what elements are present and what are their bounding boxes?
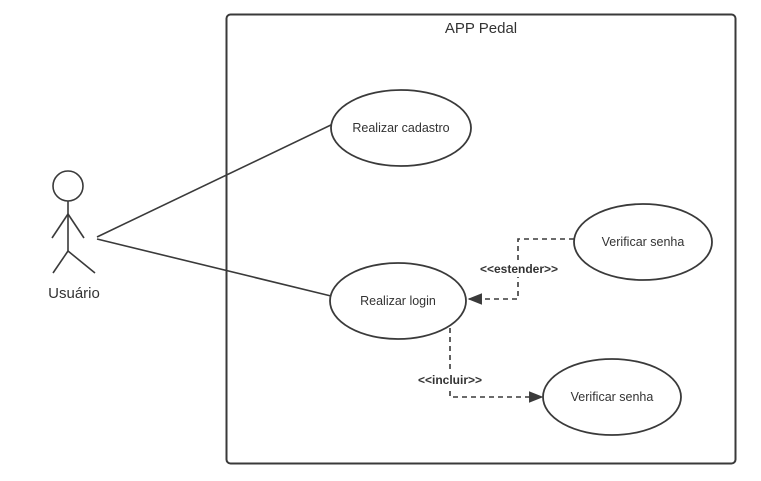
actor-arm-left xyxy=(51,213,69,239)
use-case-realizar-cadastro-label: Realizar cadastro xyxy=(352,121,449,135)
actor-leg-right xyxy=(67,250,96,274)
actor-leg-left xyxy=(52,250,69,274)
extend-label-bg xyxy=(474,260,564,277)
use-case-verificar-senha-extend-label: Verificar senha xyxy=(602,235,685,249)
include-label: <<incluir>> xyxy=(418,373,482,387)
system-boundary xyxy=(225,13,737,465)
association-cadastro xyxy=(96,123,334,238)
actor-head xyxy=(52,170,84,202)
use-case-realizar-login-label: Realizar login xyxy=(360,294,436,308)
system-title: APP Pedal xyxy=(445,20,517,37)
use-case-realizar-cadastro xyxy=(330,89,472,167)
use-case-verificar-senha-extend xyxy=(573,203,713,281)
actor-usuario xyxy=(51,170,96,274)
extend-label: <<estender>> xyxy=(480,262,558,276)
use-case-verificar-senha-include-label: Verificar senha xyxy=(571,390,654,404)
include-label-bg xyxy=(412,371,488,388)
association-login xyxy=(96,238,332,297)
use-case-realizar-login xyxy=(329,262,467,340)
actor-label: Usuário xyxy=(48,285,100,302)
actor-arm-right xyxy=(67,213,85,239)
include-relation-line xyxy=(449,328,544,403)
